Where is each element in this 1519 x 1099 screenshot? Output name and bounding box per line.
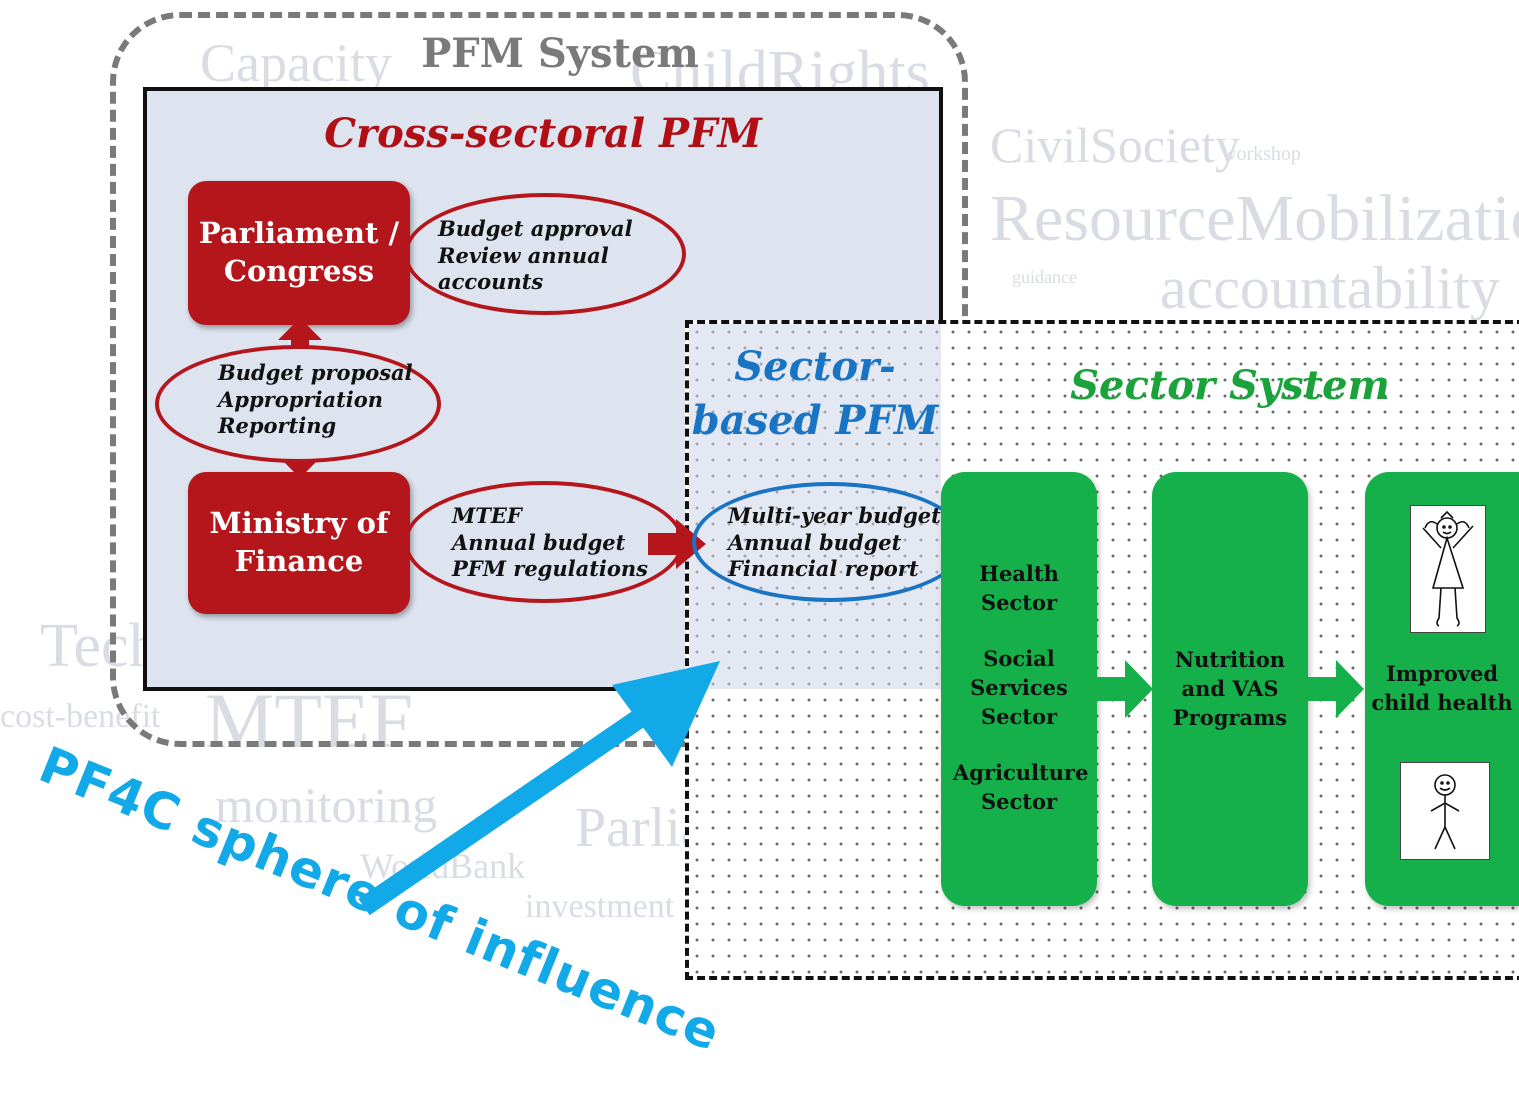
parliament-role-ellipse: [404, 193, 686, 315]
programs-label-line: and VAS: [1181, 675, 1279, 701]
budget-process-item: Appropriation: [218, 386, 384, 412]
budget-process-ellipse: [155, 345, 441, 463]
sector-based-title-line2: based PFM: [691, 397, 939, 444]
programs-to-outcome-arrow: [1308, 660, 1364, 718]
sphere-of-influence-arrow: [358, 661, 720, 916]
sector-item: Agriculture Sector: [953, 759, 1089, 814]
sector-based-pfm-title: Sector- based PFM: [690, 340, 940, 448]
ministry-role-item: Annual budget: [452, 529, 626, 555]
bg-word: Capacity: [200, 33, 392, 93]
parliament-box: Parliament / Congress: [188, 181, 410, 325]
boy-sketch-icon: [1400, 762, 1490, 860]
budget-process-list: Budget proposal Appropriation Reporting: [218, 360, 413, 440]
parliament-label-line1: Parliament /: [198, 216, 400, 251]
parliament-role-item: accounts: [438, 269, 544, 295]
sectors-list: Health Sector Social Services Sector Agr…: [941, 560, 1097, 817]
sector-budget-list: Multi-year budget Annual budget Financia…: [728, 503, 941, 583]
parliament-role-item: Budget approval: [438, 216, 633, 241]
sectors-box: [941, 472, 1097, 906]
sector-based-title-line1: Sector-: [734, 343, 896, 390]
ministry-role-item: PFM regulations: [452, 556, 648, 582]
ministry-label-line2: Finance: [234, 544, 364, 578]
sector-budget-item: Financial report: [728, 556, 919, 582]
ministry-label-line1: Ministry of: [209, 506, 389, 541]
programs-label: Nutrition and VAS Programs: [1152, 646, 1308, 733]
budget-process-item: Reporting: [218, 413, 337, 439]
parliament-role-item: Review annual: [438, 242, 609, 268]
sector-system-title: Sector System: [1070, 362, 1390, 409]
sector-budget-item: Multi-year budget: [728, 503, 941, 528]
ministry-to-sector-arrow: [648, 519, 706, 569]
bg-word: monitoring: [215, 777, 438, 833]
sector-item: Health Sector: [979, 561, 1059, 615]
parliament-label-line2: Congress: [223, 254, 375, 288]
outcome-label: Improved child health: [1365, 660, 1519, 718]
outcome-label-line: Improved: [1385, 661, 1499, 686]
bg-word: accountability: [1160, 255, 1500, 321]
bg-word: guidance: [1012, 267, 1077, 287]
sector-budget-item: Annual budget: [728, 529, 902, 555]
programs-label-line: Nutrition: [1174, 647, 1286, 672]
bg-word: investment: [525, 888, 675, 925]
ministry-of-finance-box: Ministry of Finance: [188, 472, 410, 614]
cross-sectoral-title: Cross-sectoral PFM: [324, 110, 762, 157]
bg-word: CivilSociety: [990, 117, 1240, 173]
girl-sketch-icon: [1410, 505, 1486, 633]
sectors-to-programs-arrow: [1097, 660, 1153, 718]
bg-word: workshop: [1222, 143, 1301, 165]
pfm-system-title: PFM System: [421, 30, 699, 77]
parliament-role-list: Budget approval Review annual accounts: [438, 216, 633, 296]
ministry-role-item: MTEF: [452, 503, 522, 528]
programs-label-line: Programs: [1172, 704, 1288, 730]
budget-process-item: Budget proposal: [218, 360, 413, 385]
bg-word: ResourceMobilization: [990, 182, 1519, 255]
outcome-label-line: child health: [1371, 689, 1513, 715]
ministry-role-list: MTEF Annual budget PFM regulations: [452, 503, 648, 583]
sector-item: Social Services Sector: [970, 645, 1068, 729]
programs-box: [1152, 472, 1308, 906]
